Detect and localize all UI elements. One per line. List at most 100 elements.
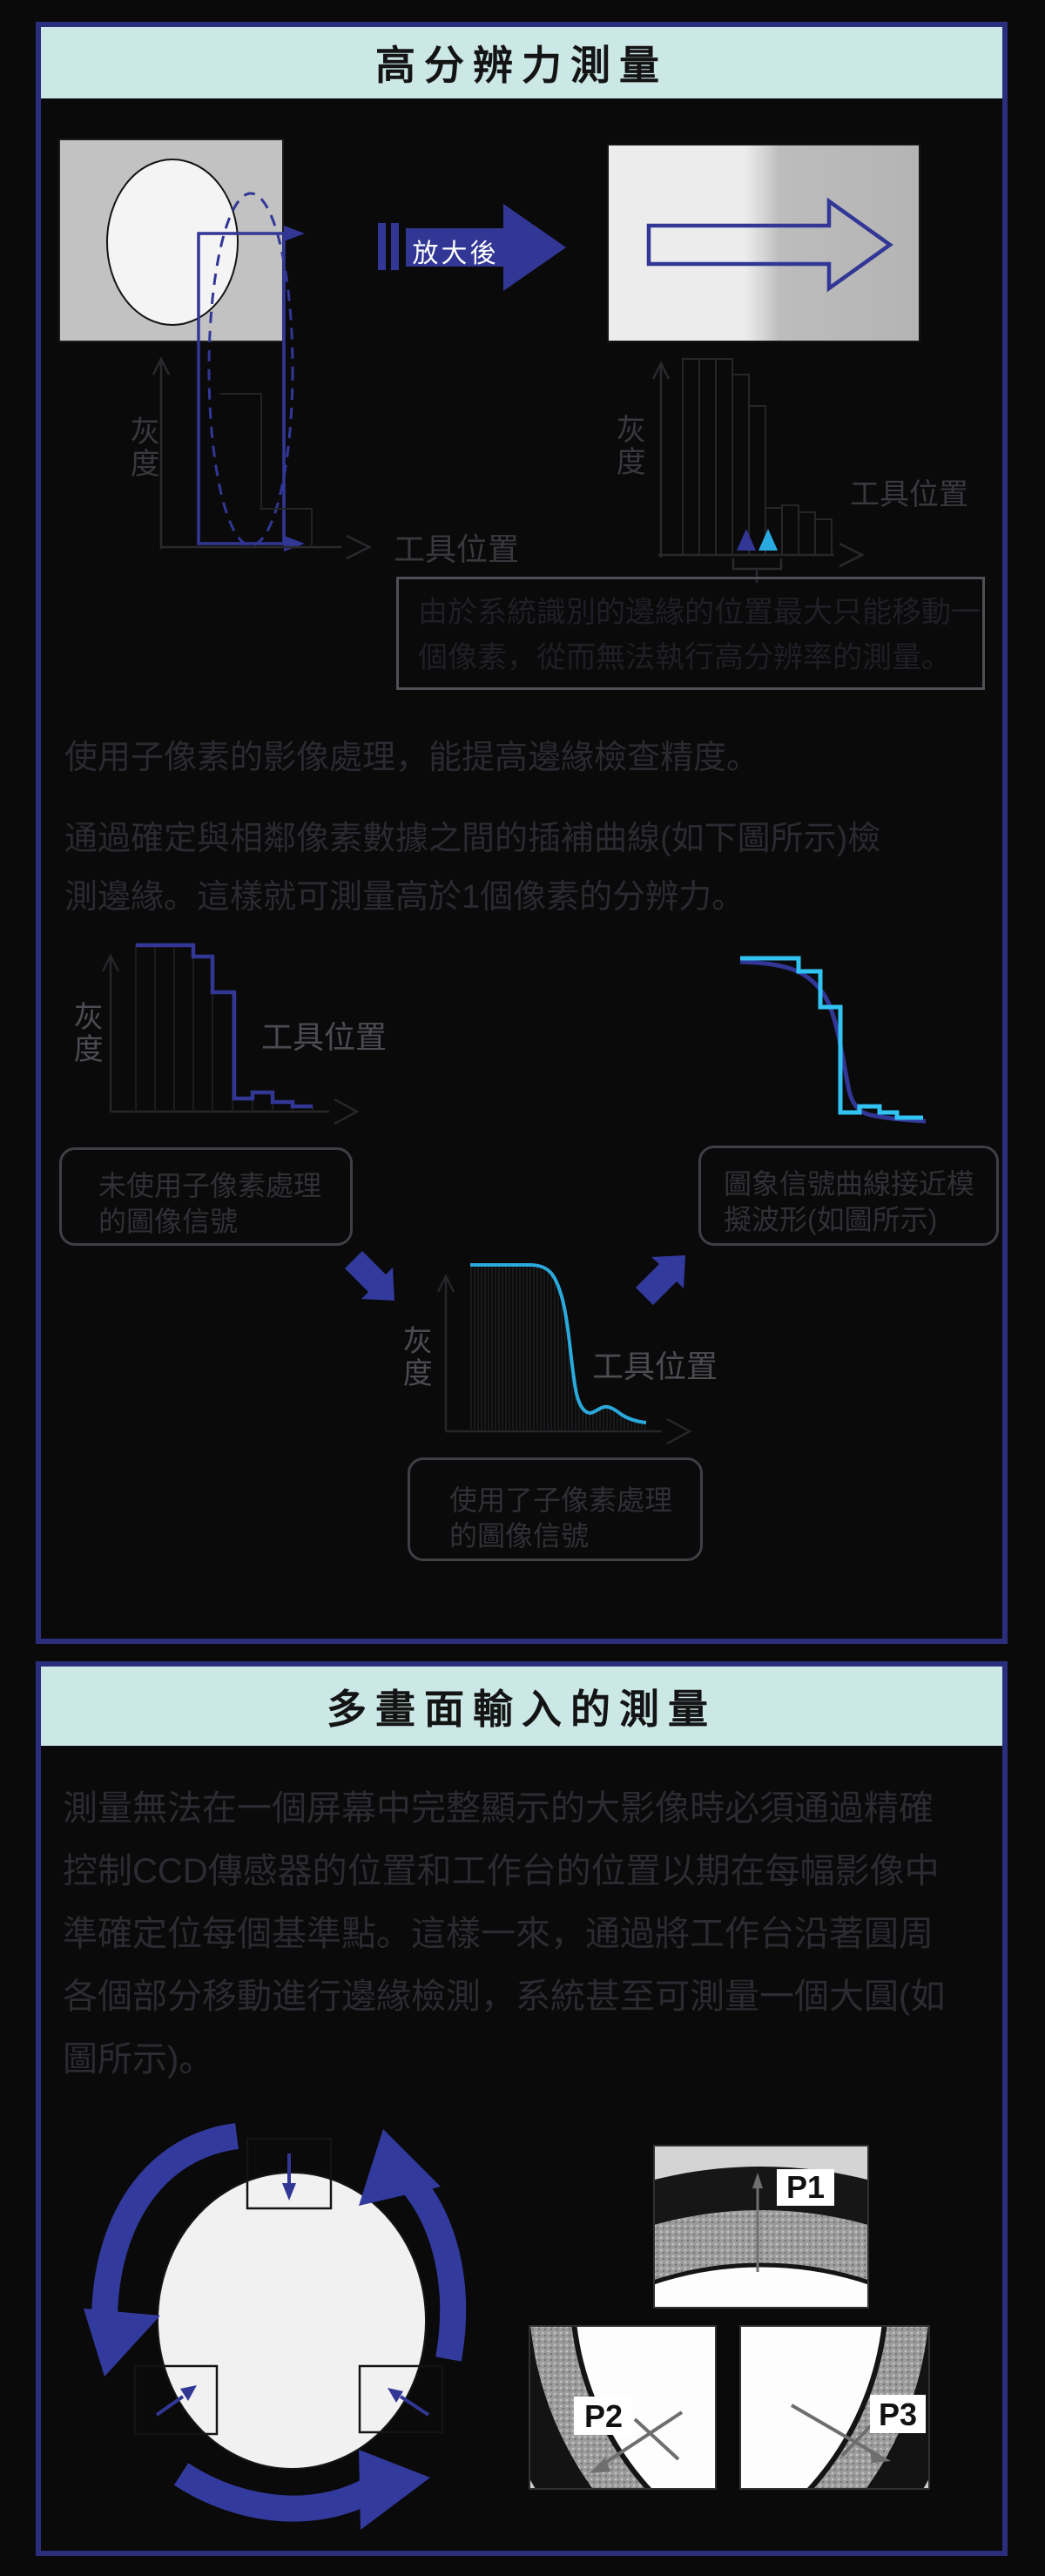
figure1-edge-zoom-diagram bbox=[58, 139, 920, 583]
label-box-no-subpixel: 未使用子像素處理 的圖像信號 bbox=[59, 1147, 353, 1246]
section2-title: 多畫面輸入的測量 bbox=[327, 1686, 717, 1732]
tool-axis-label: 工具位置 bbox=[261, 1019, 388, 1055]
circle-interior bbox=[653, 2262, 869, 2309]
chart2-left-axes bbox=[101, 953, 360, 1126]
p1-label-bg bbox=[777, 2169, 834, 2206]
gray-axis-label: 灰度 bbox=[73, 1001, 104, 1067]
zoom-arrow-label: 放大後 bbox=[412, 240, 499, 268]
measure-tick bbox=[633, 2417, 680, 2461]
caution-line: 個像素，從而無法執行高分辨率的測量。 bbox=[418, 641, 951, 674]
camera-image-thumbnail bbox=[58, 139, 284, 342]
label-box-with-subpixel: 使用了子像素處理 的圖像信號 bbox=[408, 1457, 703, 1561]
rotation-arc-bottom bbox=[173, 2463, 383, 2522]
digital-staircase-curve bbox=[740, 956, 923, 1120]
chart1-left-axes bbox=[152, 356, 372, 560]
gradient-edge-bg bbox=[607, 144, 920, 342]
p3-label: P3 bbox=[879, 2397, 917, 2432]
measure-arrow-icon bbox=[590, 2458, 610, 2473]
scan-window-rect bbox=[197, 232, 286, 545]
large-circle-workpiece bbox=[157, 2172, 427, 2470]
scan-window bbox=[197, 192, 305, 551]
paragraph-multi-screen: 測量無法在一個屏幕中完整顯示的大影像時必須通過精確 控制CCD傳感器的位置和工作… bbox=[63, 1777, 945, 2091]
measure-line bbox=[790, 2404, 880, 2458]
circle-interior bbox=[571, 2325, 717, 2490]
flow-arrow-up-right-icon bbox=[636, 1255, 685, 1305]
flow-arrow-down-right-icon bbox=[345, 1251, 394, 1301]
label-line: 的圖像信號 bbox=[98, 1206, 239, 1237]
scan-arrow-bottom-icon bbox=[284, 536, 305, 551]
analog-waveform-curve bbox=[739, 959, 927, 1124]
chart2-middle-axes bbox=[436, 1274, 692, 1445]
smooth-signal-curve bbox=[470, 1263, 647, 1424]
photo-p1: P1 bbox=[653, 2145, 869, 2309]
chart1-left-step-line bbox=[219, 393, 313, 545]
section2-header-band: 多畫面輸入的測量 bbox=[41, 1667, 1002, 1746]
zoom-bar-2 bbox=[391, 223, 399, 270]
edge-position-triangle-navy-icon bbox=[737, 529, 756, 551]
paragraph-subpixel-intro: 使用子像素的影像處理，能提高邊緣檢查精度。 bbox=[64, 740, 760, 776]
section1-title: 高分辨力測量 bbox=[375, 43, 668, 88]
measure-arrow-icon bbox=[870, 2449, 891, 2463]
paragraph-interpolation: 通過確定與相鄰像素數據之間的插補曲線(如下圖所示)檢 測邊緣。這樣就可測量高於1… bbox=[64, 810, 880, 927]
zoom-bar-1 bbox=[378, 223, 386, 270]
label-line: 圖象信號曲線接近模 bbox=[724, 1168, 975, 1200]
photo-frame bbox=[739, 2325, 930, 2490]
rotation-arrowhead-bottom-icon bbox=[359, 2450, 430, 2530]
zoom-block-arrow bbox=[378, 204, 566, 291]
edge-detect-arrows bbox=[155, 2153, 430, 2417]
label-line: 使用了子像素處理 bbox=[449, 1484, 673, 1516]
capture-window-top bbox=[246, 2137, 333, 2210]
edge-position-triangle-cyan-icon bbox=[758, 529, 778, 551]
label-line: 擬波形(如圖所示) bbox=[724, 1204, 938, 1235]
zoom-arrow-icon bbox=[406, 204, 566, 291]
gray-axis-label: 灰度 bbox=[616, 414, 646, 480]
capture-windows bbox=[133, 2137, 444, 2436]
photo-p3: P3 bbox=[739, 2325, 930, 2490]
measure-line bbox=[598, 2410, 684, 2468]
edge-arrow-up-left-icon bbox=[388, 2388, 403, 2403]
paragraph-line: 控制CCD傳感器的位置和工作台的位置以期在每幅影像中 bbox=[63, 1852, 940, 1890]
p2-label-bg bbox=[574, 2397, 633, 2435]
capture-window-bottom-left bbox=[133, 2364, 219, 2436]
p1-label: P1 bbox=[786, 2169, 825, 2205]
edge-arrow-up-right-icon bbox=[180, 2385, 197, 2401]
gray-axis-label: 灰度 bbox=[130, 416, 160, 482]
paragraph-line: 準確定位每個基準點。這樣一來，通過將工作台沿著圓周 bbox=[63, 1915, 934, 1953]
caution-note: 由於系統識別的邊緣的位置最大只能移動一 個像素，從而無法執行高分辨率的測量。 bbox=[396, 577, 985, 690]
photo-p2: P2 bbox=[529, 2325, 717, 2490]
section1-header-band: 高分辨力測量 bbox=[41, 27, 1002, 98]
capture-window-bottom-right bbox=[358, 2364, 444, 2434]
paragraph-line: 各個部分移動進行邊緣檢測，系統甚至可測量一個大圓(如 bbox=[63, 1978, 946, 2016]
measure-arrow-icon bbox=[752, 2173, 763, 2188]
rotation-arrowhead-left-icon bbox=[84, 2309, 160, 2377]
stepped-signal-line bbox=[136, 943, 313, 1109]
tool-axis-label: 工具位置 bbox=[394, 531, 520, 567]
label-line: 的圖像信號 bbox=[449, 1520, 590, 1552]
one-pixel-bracket bbox=[732, 558, 783, 583]
paragraph-line: 圖所示)。 bbox=[63, 2040, 214, 2079]
rotation-arc-left bbox=[91, 2123, 239, 2318]
rotation-arrowhead-top-icon bbox=[359, 2129, 441, 2206]
tool-axis-label: 工具位置 bbox=[592, 1349, 718, 1384]
paragraph-line: 通過確定與相鄰像素數據之間的插補曲線(如下圖所示)檢 bbox=[64, 821, 881, 857]
sampled-signal-hatch bbox=[470, 1265, 646, 1430]
figure2-subpixel-diagram bbox=[101, 943, 927, 1445]
chart1-right-bars bbox=[682, 358, 833, 556]
gray-axis-label: 灰度 bbox=[402, 1325, 433, 1391]
label-box-analog-waveform: 圖象信號曲線接近模 擬波形(如圖所示) bbox=[698, 1146, 999, 1246]
caution-line: 由於系統識別的邊緣的位置最大只能移動一 bbox=[418, 596, 981, 629]
circle-stage-diagram bbox=[84, 2123, 467, 2530]
rotation-arrows bbox=[84, 2123, 467, 2530]
paragraph-line: 測量無法在一個屏幕中完整顯示的大影像時必須通過精確 bbox=[63, 1789, 934, 1828]
label-line: 未使用子像素處理 bbox=[98, 1170, 322, 1201]
magnified-edge-image bbox=[607, 144, 920, 342]
tool-axis-label: 工具位置 bbox=[850, 478, 968, 511]
photo-frame bbox=[529, 2325, 717, 2490]
circle-interior bbox=[739, 2325, 887, 2490]
p3-label-bg bbox=[870, 2395, 926, 2433]
workpiece-circle bbox=[106, 159, 239, 326]
photo-frame bbox=[653, 2145, 869, 2309]
p2-label: P2 bbox=[584, 2398, 623, 2434]
edge-scan-outline-arrow-icon bbox=[646, 197, 893, 293]
